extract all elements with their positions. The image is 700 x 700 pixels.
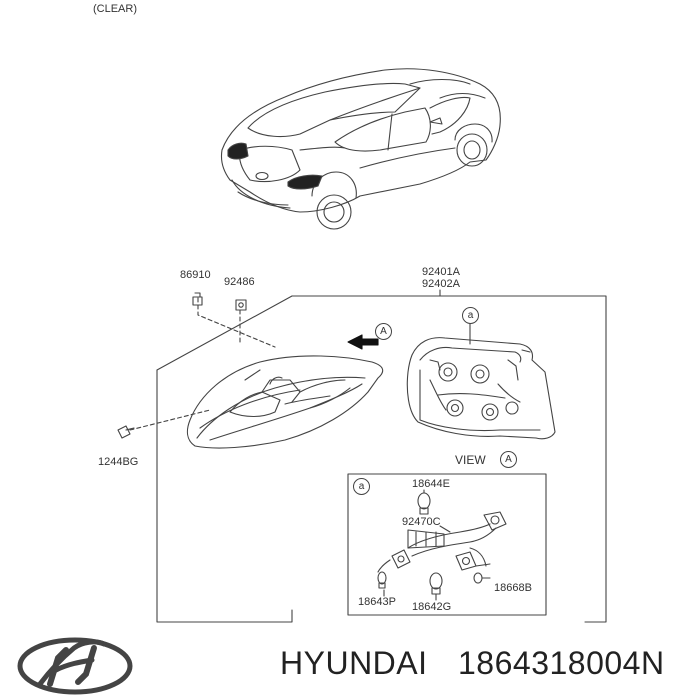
tail-lamp-inner	[406, 323, 556, 440]
hyundai-logo-icon	[17, 637, 133, 695]
detail-box	[347, 473, 547, 616]
part-label-92402A: 92402A	[422, 278, 460, 290]
detail-box-ref: a	[353, 478, 370, 495]
brand-name: HYUNDAI	[280, 645, 428, 681]
part-label-92470C: 92470C	[402, 516, 441, 528]
part-label-86910: 86910	[180, 269, 211, 281]
direction-arrow-icon	[347, 334, 379, 350]
view-label: VIEW	[455, 453, 486, 467]
bulb-socket-assembly	[377, 489, 507, 601]
part-number: 1864318004N	[458, 645, 665, 681]
view-a-arrow-ref: A	[375, 323, 392, 340]
car-illustration	[220, 68, 501, 230]
view-a-ref: A	[500, 451, 517, 468]
part-label-18643P: 18643P	[358, 596, 396, 608]
part-label-18644E: 18644E	[412, 478, 450, 490]
detail-a-ref: a	[462, 307, 479, 324]
part-label-92486: 92486	[224, 276, 255, 288]
clear-note: (CLEAR)	[93, 3, 138, 15]
part-label-18642G: 18642G	[412, 601, 452, 613]
part-label-1244BG: 1244BG	[98, 456, 139, 468]
part-label-92401A: 92401A	[422, 266, 460, 278]
tail-lamp-outer	[186, 355, 384, 449]
part-label-18668B: 18668B	[494, 582, 532, 594]
